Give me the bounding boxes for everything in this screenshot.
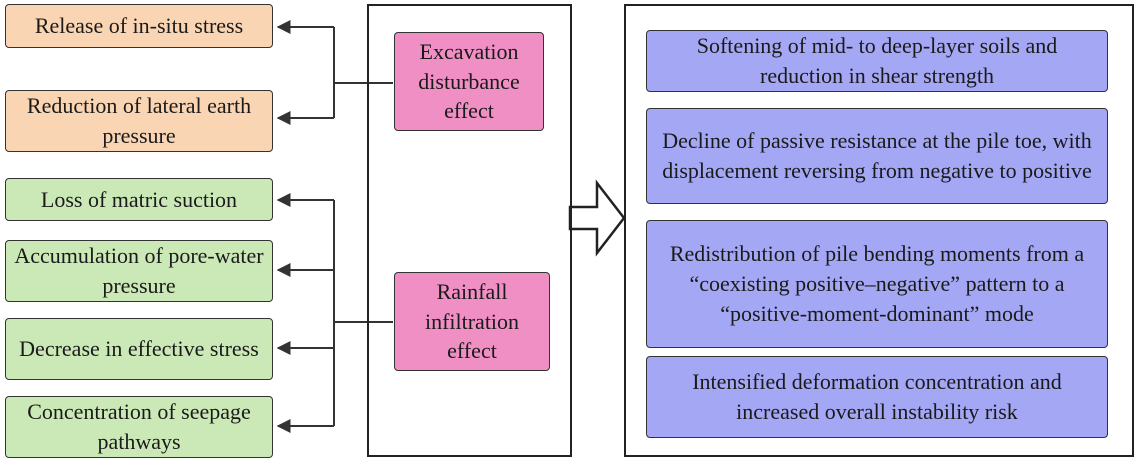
effect-excavation: Excavation disturbance effect bbox=[394, 32, 544, 131]
outcome-instability: Intensified deformation concentration an… bbox=[646, 356, 1108, 438]
cause-matric-suction: Loss of matric suction bbox=[5, 178, 273, 221]
outcome-softening: Softening of mid- to deep-layer soils an… bbox=[646, 30, 1108, 92]
cause-lateral-pressure: Reduction of lateral earth pressure bbox=[5, 90, 273, 152]
cause-seepage: Concentration of seepage pathways bbox=[5, 396, 273, 458]
effect-rainfall: Rainfall infiltration effect bbox=[394, 272, 550, 371]
outcome-passive-resistance: Decline of passive resistance at the pil… bbox=[646, 108, 1108, 204]
center-frame bbox=[367, 4, 572, 457]
cause-pore-water: Accumulation of pore-water pressure bbox=[5, 240, 273, 302]
outcome-bending-moments: Redistribution of pile bending moments f… bbox=[646, 220, 1108, 348]
cause-effective-stress: Decrease in effective stress bbox=[5, 318, 273, 380]
cause-release-stress: Release of in-situ stress bbox=[5, 4, 273, 48]
outcome-frame bbox=[624, 4, 1134, 457]
hollow-arrow-icon bbox=[568, 179, 626, 257]
